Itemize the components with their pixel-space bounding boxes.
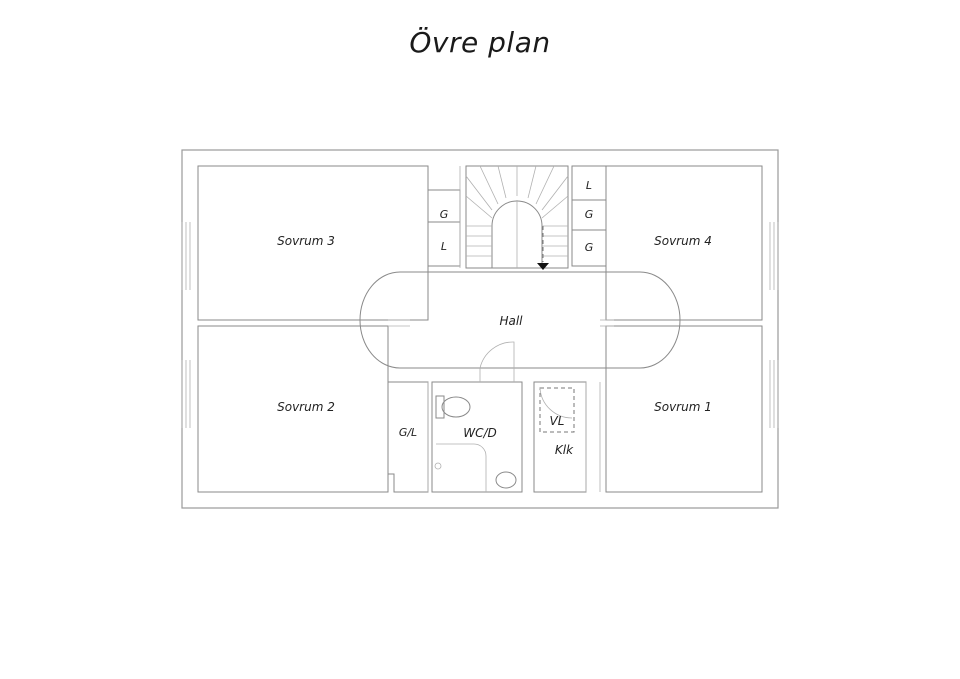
window-left-bottom — [181, 360, 191, 428]
label-g-l: G/L — [399, 426, 417, 439]
window-left-top — [181, 222, 191, 290]
hall-outline — [359, 271, 681, 369]
label-closet-right-top: L — [586, 179, 592, 192]
label-hall: Hall — [499, 314, 523, 328]
label-closet-left-top: G — [440, 208, 449, 221]
closets-left — [427, 166, 461, 268]
room-sovrum-2 — [197, 325, 389, 493]
label-closet-right-mid: G — [585, 208, 594, 221]
bathroom-wc-d — [431, 341, 523, 493]
label-sovrum-3: Sovrum 3 — [277, 234, 335, 248]
outer-wall — [181, 149, 779, 509]
page-title: Övre plan — [409, 26, 551, 59]
closet-klk — [533, 381, 601, 493]
label-sovrum-4: Sovrum 4 — [654, 234, 712, 248]
label-wc-d: WC/D — [463, 426, 497, 440]
window-right-bottom — [769, 360, 779, 428]
label-sovrum-2: Sovrum 2 — [277, 400, 335, 414]
label-closet-right-bottom: G — [585, 241, 594, 254]
window-right-top — [769, 222, 779, 290]
room-sovrum-1 — [605, 325, 763, 493]
staircase — [465, 165, 569, 270]
label-sovrum-1: Sovrum 1 — [654, 400, 712, 414]
label-vl: VL — [550, 414, 565, 428]
label-closet-left-bottom: L — [441, 240, 447, 253]
label-klk: Klk — [555, 443, 574, 457]
closets-right — [571, 165, 607, 267]
